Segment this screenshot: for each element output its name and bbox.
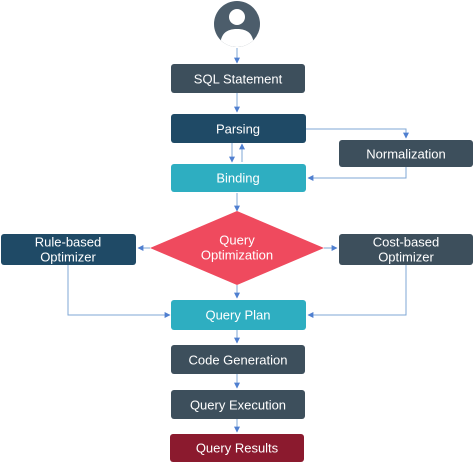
parsing-label: Parsing bbox=[216, 122, 260, 137]
code-generation-node: Code Generation bbox=[171, 345, 305, 374]
sql-statement-node: SQL Statement bbox=[171, 64, 305, 93]
arrow-parsing-to-normalization bbox=[306, 128, 409, 139]
cost-based-optimizer-node: Cost-based Optimizer bbox=[339, 234, 473, 265]
query-optimization-label-line-1: Query bbox=[219, 233, 255, 248]
cost-based-optimizer-label-line-1: Cost-based bbox=[373, 235, 439, 250]
parsing-node: Parsing bbox=[171, 114, 306, 143]
sql-statement-label: SQL Statement bbox=[194, 72, 283, 87]
arrow-cost-based-to-query-plan bbox=[307, 265, 407, 318]
rule-based-optimizer-label-line-1: Rule-based bbox=[35, 235, 102, 250]
query-optimization-label-line-2: Optimization bbox=[201, 248, 273, 263]
normalization-node: Normalization bbox=[339, 140, 473, 167]
connectors bbox=[67, 48, 409, 433]
query-results-node: Query Results bbox=[170, 434, 304, 462]
query-execution-label: Query Execution bbox=[190, 398, 286, 413]
normalization-label: Normalization bbox=[366, 147, 445, 162]
rule-based-optimizer-node: Rule-based Optimizer bbox=[1, 234, 136, 265]
cost-based-optimizer-label-line-2: Optimizer bbox=[378, 250, 434, 265]
query-optimization-decision: Query Optimization bbox=[150, 211, 324, 285]
query-execution-node: Query Execution bbox=[171, 390, 305, 419]
query-results-label: Query Results bbox=[196, 441, 279, 456]
rule-based-optimizer-label-line-2: Optimizer bbox=[40, 250, 96, 265]
query-plan-label: Query Plan bbox=[205, 308, 270, 323]
arrow-rule-based-to-query-plan bbox=[67, 265, 171, 318]
binding-label: Binding bbox=[216, 171, 259, 186]
code-generation-label: Code Generation bbox=[188, 353, 287, 368]
binding-node: Binding bbox=[171, 164, 306, 192]
arrow-normalization-to-binding bbox=[307, 167, 407, 181]
query-plan-node: Query Plan bbox=[171, 300, 306, 330]
user-icon bbox=[220, 9, 254, 47]
user-avatar bbox=[214, 1, 260, 47]
